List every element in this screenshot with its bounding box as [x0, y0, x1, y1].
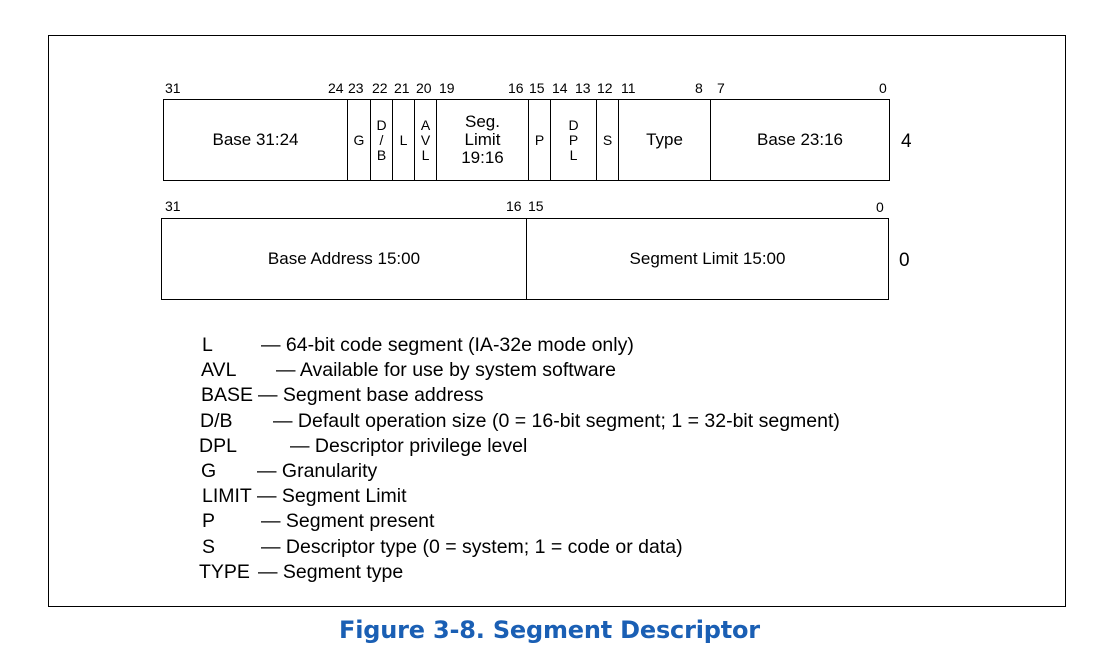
bit-number: 24 — [328, 80, 344, 96]
legend-term: L — [202, 334, 213, 356]
byte-offset-label: 4 — [901, 131, 912, 152]
legend-term: DPL — [199, 434, 237, 457]
field-divider — [596, 100, 597, 180]
legend-term: LIMIT — [202, 485, 252, 508]
bit-number: 15 — [528, 198, 544, 214]
bit-number: 16 — [506, 198, 522, 214]
legend-description: — Descriptor type (0 = system; 1 = code … — [261, 535, 683, 558]
field-base-address-15-00: Base Address 15:00 — [162, 219, 526, 299]
field-label: L — [399, 131, 408, 148]
legend-term: G — [201, 459, 217, 482]
field-label: B — [376, 146, 387, 163]
legend-description: — Segment type — [258, 560, 404, 583]
field-divider — [414, 100, 415, 180]
legend-description: — Segment present — [261, 510, 435, 533]
field-p: P — [529, 100, 550, 180]
bit-number: 8 — [695, 80, 703, 96]
field-dpl: D P L — [551, 100, 596, 180]
field-label: Type — [646, 130, 683, 149]
field-label: D — [376, 116, 387, 133]
legend-term: BASE — [201, 384, 254, 407]
field-avl: A V L — [415, 100, 436, 180]
field-label: V — [420, 131, 431, 148]
legend-term: AVL — [201, 359, 237, 382]
bit-number: 0 — [876, 199, 884, 215]
legend-term: TYPE — [199, 560, 250, 583]
bit-number: 20 — [416, 80, 432, 96]
field-label: Base Address 15:00 — [267, 249, 421, 268]
bit-number: 11 — [621, 80, 636, 96]
field-l: L — [393, 100, 414, 180]
field-divider — [436, 100, 437, 180]
field-label: G — [353, 131, 365, 148]
field-divider — [618, 100, 619, 180]
legend-description: — Available for use by system software — [276, 359, 616, 382]
field-label: L — [569, 146, 578, 163]
bit-number: 31 — [165, 198, 181, 214]
field-label: Base 23:16 — [756, 130, 843, 149]
bit-number: 19 — [439, 80, 455, 96]
field-label: / — [379, 131, 384, 148]
field-label: L — [421, 146, 430, 163]
bit-number: 22 — [372, 80, 388, 96]
bit-number: 15 — [529, 80, 545, 96]
bit-number: 7 — [717, 80, 725, 96]
legend-term: D/B — [200, 409, 233, 432]
field-seg-limit-19-16: Seg. Limit 19:16 — [437, 100, 528, 180]
legend-description: — Segment base address — [258, 384, 484, 407]
field-db: D / B — [371, 100, 392, 180]
field-divider — [526, 219, 527, 299]
field-label: D — [568, 116, 579, 133]
legend-description: — Descriptor privilege level — [290, 434, 528, 457]
bit-number: 0 — [879, 80, 887, 96]
legend-description: — Granularity — [257, 459, 378, 482]
field-divider — [528, 100, 529, 180]
field-type: Type — [619, 100, 710, 180]
bit-number: 14 — [552, 80, 568, 96]
field-label: Limit — [464, 130, 501, 149]
bit-number: 13 — [575, 80, 591, 96]
legend-term: S — [202, 535, 216, 558]
field-base-23-16: Base 23:16 — [711, 100, 889, 180]
legend-term: P — [202, 510, 216, 533]
field-divider — [550, 100, 551, 180]
bit-number: 12 — [597, 80, 613, 96]
field-label: P — [534, 131, 545, 148]
field-divider — [710, 100, 711, 180]
legend-description: — Default operation size (0 = 16-bit seg… — [273, 409, 840, 432]
field-base-31-24: Base 31:24 — [164, 100, 347, 180]
descriptor-upper-dword: Base 31:24 G D / B L A V L Seg. Limit 19… — [163, 99, 890, 181]
field-label: S — [602, 131, 613, 148]
bit-number: 23 — [348, 80, 364, 96]
byte-offset-label: 0 — [899, 250, 910, 271]
field-s: S — [597, 100, 618, 180]
field-divider — [370, 100, 371, 180]
field-segment-limit-15-00: Segment Limit 15:00 — [527, 219, 888, 299]
bit-number: 31 — [165, 80, 181, 96]
field-label: A — [420, 116, 431, 133]
field-label: Base 31:24 — [212, 130, 299, 149]
bit-number: 21 — [394, 80, 410, 96]
figure-frame — [48, 35, 1066, 607]
field-divider — [347, 100, 348, 180]
bit-number: 16 — [508, 80, 524, 96]
field-label: Seg. — [465, 112, 500, 131]
field-label: 19:16 — [461, 148, 504, 167]
field-divider — [392, 100, 393, 180]
legend-description: — 64-bit code segment (IA-32e mode only) — [261, 334, 634, 356]
descriptor-lower-dword: Base Address 15:00 Segment Limit 15:00 — [161, 218, 889, 300]
field-label: Segment Limit 15:00 — [629, 249, 786, 268]
field-label: P — [568, 131, 579, 148]
field-g: G — [348, 100, 370, 180]
legend-description: — Segment Limit — [257, 485, 407, 508]
figure-caption: Figure 3-8. Segment Descriptor — [339, 616, 760, 644]
